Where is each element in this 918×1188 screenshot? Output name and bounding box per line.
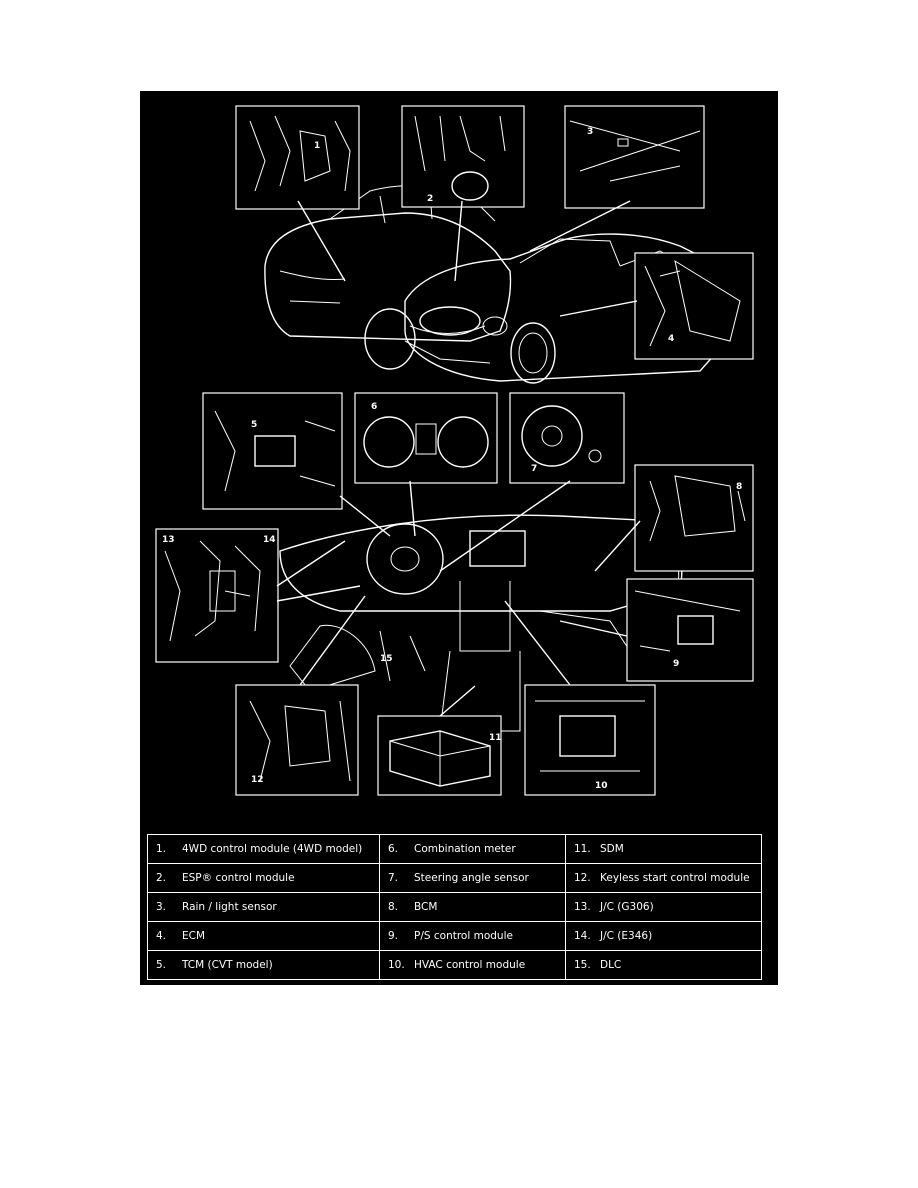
callout-label-3: 3 (587, 127, 593, 137)
legend-cell: 3.Rain / light sensor (147, 892, 380, 922)
callout-label-5: 5 (251, 420, 257, 430)
callout-box-13-14 (155, 528, 279, 663)
callout-box-8 (634, 464, 754, 572)
legend-row: 1.4WD control module (4WD model) 6.Combi… (147, 834, 762, 864)
legend-cell: 8.BCM (379, 892, 566, 922)
callout-box-9 (626, 578, 754, 682)
legend-cell: 6.Combination meter (379, 834, 566, 864)
callout-label-11: 11 (489, 733, 502, 743)
callout-labels: 1 2 3 4 5 6 7 8 9 10 11 12 13 14 15 (162, 127, 742, 791)
callout-label-13: 13 (162, 535, 175, 545)
legend-cell: 5.TCM (CVT model) (147, 950, 380, 980)
callout-box-12 (235, 684, 359, 796)
legend-row: 2.ESP® control module 7.Steering angle s… (147, 863, 762, 893)
callout-box-2 (401, 105, 525, 208)
callout-box-7 (509, 392, 625, 484)
callout-label-2: 2 (427, 194, 433, 204)
callout-box-10 (524, 684, 656, 796)
callout-label-14: 14 (263, 535, 276, 545)
legend-row: 4.ECM 9.P/S control module 14.J/C (E346) (147, 921, 762, 951)
legend-cell: 1.4WD control module (4WD model) (147, 834, 380, 864)
legend-cell: 13.J/C (G306) (565, 892, 762, 922)
front-car-illustration (404, 233, 751, 384)
legend-cell: 9.P/S control module (379, 921, 566, 951)
callout-label-6: 6 (371, 402, 377, 412)
component-location-figure: 1 2 3 4 5 6 7 8 9 10 11 12 13 14 15 1.4W… (140, 91, 778, 985)
callout-box-6 (354, 392, 498, 484)
callout-label-15: 15 (380, 654, 393, 664)
legend-cell: 12.Keyless start control module (565, 863, 762, 893)
legend-cell: 4.ECM (147, 921, 380, 951)
callout-label-4: 4 (668, 334, 674, 344)
callout-box-5 (202, 392, 343, 510)
legend-cell: 14.J/C (E346) (565, 921, 762, 951)
callout-box-1 (235, 105, 360, 210)
legend-cell: 2.ESP® control module (147, 863, 380, 893)
legend-cell: 7.Steering angle sensor (379, 863, 566, 893)
callout-label-9: 9 (673, 659, 679, 669)
callout-label-12: 12 (251, 775, 264, 785)
diagram-drawing: 1 2 3 4 5 6 7 8 9 10 11 12 13 14 15 (155, 105, 754, 796)
legend-table: 1.4WD control module (4WD model) 6.Combi… (147, 834, 762, 980)
legend-row: 5.TCM (CVT model) 10.HVAC control module… (147, 950, 762, 980)
legend-cell: 10.HVAC control module (379, 950, 566, 980)
callout-label-7: 7 (531, 464, 537, 474)
callout-box-3 (564, 105, 705, 209)
callout-label-1: 1 (314, 141, 320, 151)
legend-row: 3.Rain / light sensor 8.BCM 13.J/C (G306… (147, 892, 762, 922)
callout-label-10: 10 (595, 781, 608, 791)
legend-cell: 11.SDM (565, 834, 762, 864)
legend-cell: 15.DLC (565, 950, 762, 980)
callout-box-11 (377, 715, 502, 796)
callout-label-8: 8 (736, 482, 742, 492)
callout-box-4 (634, 252, 754, 360)
rear-car-illustration (264, 185, 512, 370)
